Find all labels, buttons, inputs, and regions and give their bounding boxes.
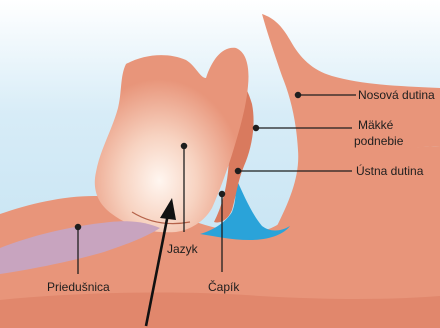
label-nasal-cavity: Nosová dutina [358,88,435,102]
dot-uvula [219,191,224,196]
label-oral-cavity: Ústna dutina [356,164,423,178]
label-soft-palate-line1: Mäkké [358,118,393,132]
dot-nasal-cavity [295,92,300,97]
label-tongue: Jazyk [167,242,198,256]
label-uvula: Čapík [208,280,239,294]
label-soft-palate-line2: podnebie [354,134,403,148]
dot-tongue [181,143,186,148]
dot-oral-cavity [235,168,240,173]
dot-soft-palate [253,125,258,130]
dot-trachea [75,224,80,229]
label-trachea: Priedušnica [47,280,110,294]
